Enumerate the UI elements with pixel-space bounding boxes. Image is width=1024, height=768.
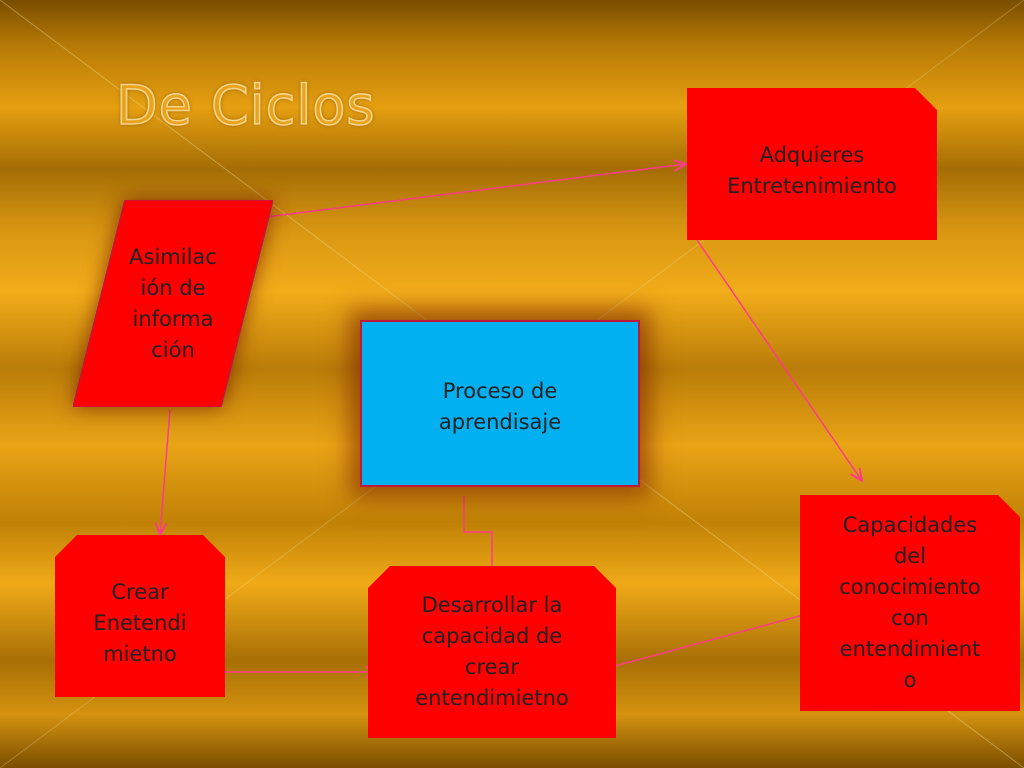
node-capacidades-label: Capacidades del conocimiento con entendi… — [839, 513, 981, 692]
node-adquieres: Adquieres Entretenimiento — [687, 88, 937, 240]
node-capacidades: Capacidades del conocimiento con entendi… — [800, 495, 1020, 711]
node-desarrollar: Desarrollar la capacidad de crear entend… — [368, 566, 616, 738]
connector-proceso-to-desarrollar — [463, 496, 493, 566]
node-asimilacion: Asimilac ión de informa ción — [73, 200, 273, 407]
node-asimilacion-label: Asimilac ión de informa ción — [129, 244, 217, 362]
arrow-capacidades-to-desarrollar — [593, 614, 804, 672]
node-adquieres-label: Adquieres Entretenimiento — [727, 143, 897, 198]
node-crear: Crear Enetendi mietno — [55, 535, 225, 697]
slide-title: De Ciclos — [115, 73, 376, 138]
node-desarrollar-label: Desarrollar la capacidad de crear entend… — [415, 593, 569, 710]
arrow-adquieres-to-capacidades — [696, 239, 862, 481]
parallelogram-shape — [73, 200, 273, 407]
arrow-asimilacion-to-adquieres — [241, 164, 686, 221]
node-crear-label: Crear Enetendi mietno — [93, 580, 187, 666]
node-proceso: Proceso de aprendisaje — [360, 320, 640, 487]
arrow-asimilacion-to-crear — [160, 409, 171, 535]
node-proceso-label: Proceso de aprendisaje — [438, 379, 562, 434]
